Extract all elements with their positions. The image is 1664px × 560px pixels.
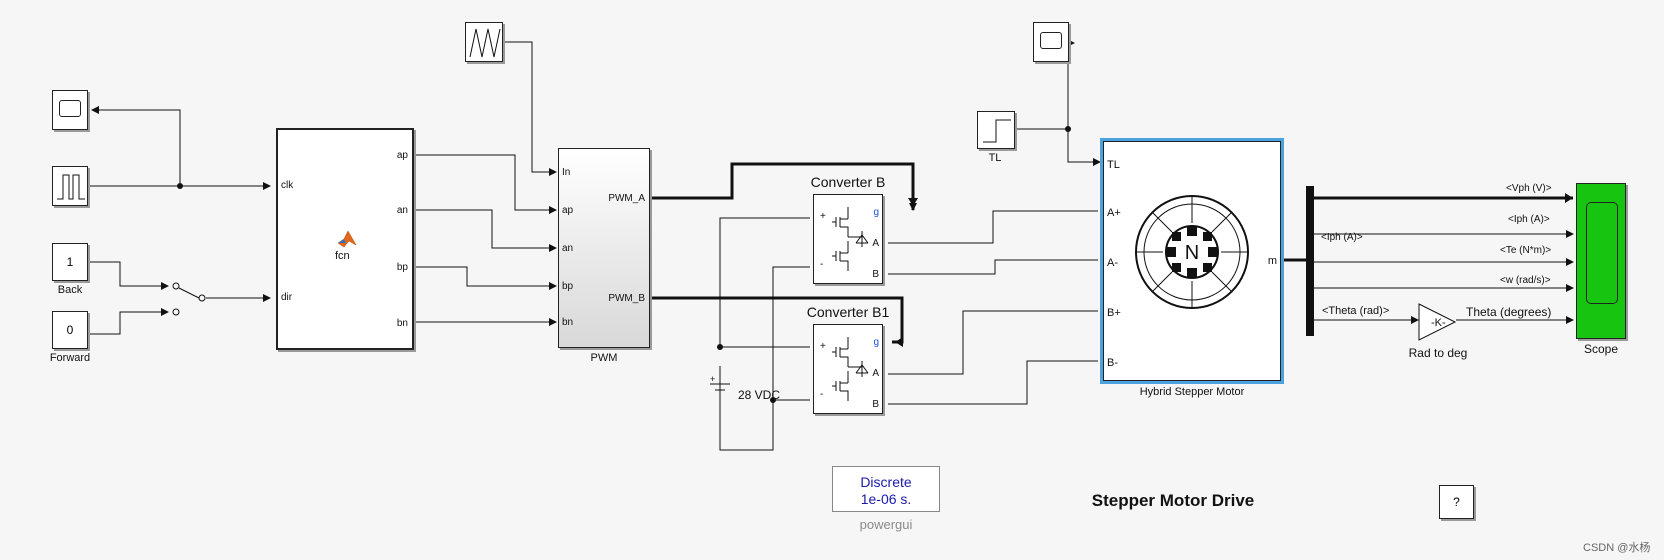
fcn-port-dir: dir xyxy=(281,292,293,303)
help-button[interactable]: ? xyxy=(1439,485,1474,519)
motor-port-b-plus: B+ xyxy=(1107,307,1121,319)
manual-switch[interactable] xyxy=(166,278,208,318)
gain-label: Rad to deg xyxy=(1408,346,1468,360)
converter-b-port-g: g xyxy=(873,207,879,218)
dc-voltage-source[interactable]: + xyxy=(706,366,734,426)
converter-b-port-minus: - xyxy=(820,259,824,270)
pwm-port-in: In xyxy=(562,167,571,178)
fcn-port-clk: clk xyxy=(281,180,294,191)
scope-main[interactable] xyxy=(1576,183,1626,339)
pulse-icon xyxy=(57,174,85,200)
fcn-port-an: an xyxy=(396,205,408,216)
motor-port-m: m xyxy=(1267,255,1277,267)
pwm-subsystem[interactable]: In ap an bp bn PWM_A PWM_B xyxy=(558,148,650,348)
signal-iph: <Iph (A)> xyxy=(1508,214,1550,225)
powergui-block[interactable]: Discrete 1e-06 s. xyxy=(832,466,940,512)
page-title: Stepper Motor Drive xyxy=(1091,491,1255,510)
motor-port-tl: TL xyxy=(1107,159,1120,171)
step-icon xyxy=(983,119,1011,143)
dc-source-label: 28 VDC xyxy=(738,388,781,402)
constant-forward-value: 0 xyxy=(66,323,74,337)
signal-vph: <Vph (V)> xyxy=(1506,183,1552,194)
converter-b1-port-g: g xyxy=(873,337,879,348)
motor-port-b-minus: B- xyxy=(1107,357,1118,369)
gain-block[interactable]: -K- xyxy=(1417,302,1457,342)
help-label: ? xyxy=(1453,495,1460,509)
pwm-label: PWM xyxy=(590,352,618,364)
scope-icon xyxy=(1040,32,1062,49)
converter-b-port-a: A xyxy=(872,238,879,249)
pulse-generator[interactable] xyxy=(52,166,88,206)
converter-b1-port-plus: + xyxy=(820,341,826,352)
fcn-port-bp: bp xyxy=(396,262,408,273)
motor-label: Hybrid Stepper Motor xyxy=(1139,386,1245,398)
watermark: CSDN @水杨 xyxy=(1583,542,1651,554)
signal-w: <w (rad/s)> xyxy=(1500,275,1551,286)
powergui-mode: Discrete xyxy=(860,474,912,490)
pwm-port-pwm-a: PWM_A xyxy=(608,193,645,204)
scope-icon xyxy=(59,100,81,117)
rotor-letter: N xyxy=(1185,242,1199,264)
pwm-port-bn: bn xyxy=(562,317,574,328)
step-block[interactable] xyxy=(977,111,1015,149)
scope-label: Scope xyxy=(1583,342,1619,356)
converter-b1-mosfet-icon xyxy=(832,337,869,401)
converter-b-mosfet-icon xyxy=(832,207,869,271)
pwm-port-ap: ap xyxy=(562,205,574,216)
pwm-port-an: an xyxy=(562,243,574,254)
triangle-generator[interactable] xyxy=(465,22,503,62)
motor-port-a-plus: A+ xyxy=(1107,207,1121,219)
converter-b1-port-minus: - xyxy=(820,389,824,400)
step-label: TL xyxy=(988,152,1002,164)
converter-b-label: Converter B xyxy=(810,174,886,190)
stepper-motor-icon: N xyxy=(1135,195,1249,309)
powergui-sample-time: 1e-06 s. xyxy=(860,491,912,507)
converter-b-port-plus: + xyxy=(820,211,826,222)
triangle-wave-icon xyxy=(469,28,501,58)
scope-icon xyxy=(1586,202,1618,304)
gain-value: -K- xyxy=(1431,317,1446,329)
motor-port-a-minus: A- xyxy=(1107,257,1118,269)
converter-b1[interactable]: + - g A B xyxy=(813,324,883,414)
fcn-port-ap: ap xyxy=(396,150,408,161)
constant-back-label: Back xyxy=(57,284,83,296)
powergui-label: powergui xyxy=(859,517,913,532)
converter-b1-port-b: B xyxy=(872,399,879,410)
signal-theta-deg: Theta (degrees) xyxy=(1466,305,1552,319)
fcn-label: fcn xyxy=(335,250,350,262)
converter-b1-label: Converter B1 xyxy=(806,304,890,320)
pwm-port-bp: bp xyxy=(562,281,574,292)
signal-iph-bus: <Iph (A)> xyxy=(1321,232,1363,243)
constant-back-value: 1 xyxy=(66,255,74,269)
constant-back[interactable]: 1 xyxy=(52,243,88,281)
constant-forward[interactable]: 0 xyxy=(52,311,88,349)
converter-b[interactable]: + - g A B xyxy=(813,194,883,284)
converter-b1-port-a: A xyxy=(872,368,879,379)
constant-forward-label: Forward xyxy=(49,352,91,364)
pwm-port-pwm-b: PWM_B xyxy=(608,293,645,304)
dc-source-polarity: + xyxy=(710,374,715,384)
signal-te: <Te (N*m)> xyxy=(1500,245,1552,256)
hybrid-stepper-motor[interactable]: TL A+ A- B+ B- m N xyxy=(1100,138,1284,384)
matlab-function-block[interactable]: clk dir ap an bp bn fcn xyxy=(276,128,414,350)
scope-clk[interactable] xyxy=(52,90,88,130)
scope-tl[interactable] xyxy=(1033,22,1069,62)
signal-theta-rad: <Theta (rad)> xyxy=(1322,305,1390,317)
bus-selector[interactable] xyxy=(1306,186,1314,336)
converter-b-port-b: B xyxy=(872,269,879,280)
matlab-logo-icon xyxy=(337,230,357,248)
fcn-port-bn: bn xyxy=(396,318,408,329)
